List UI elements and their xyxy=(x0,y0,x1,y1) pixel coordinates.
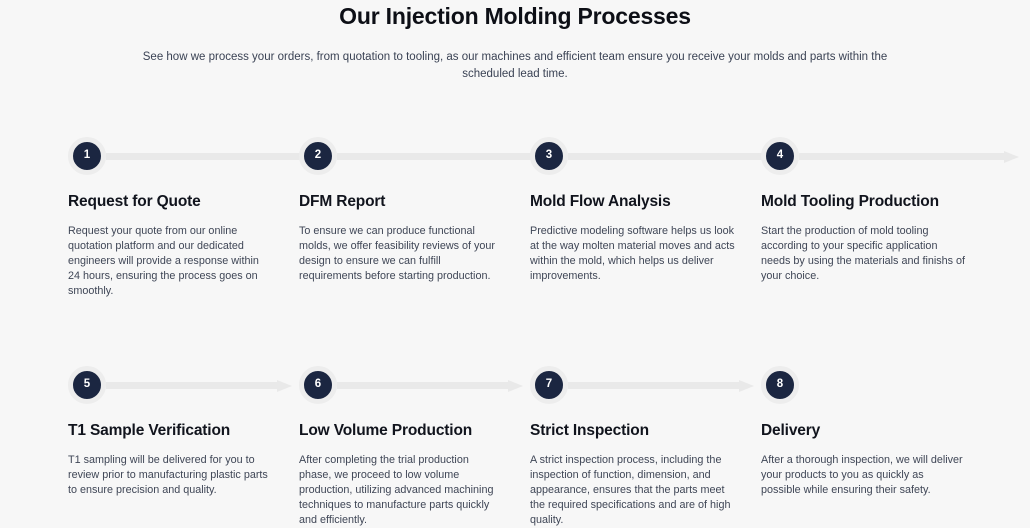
arrow-shaft xyxy=(337,382,509,389)
process-step-8: 8 Delivery After a thorough inspection, … xyxy=(761,362,992,528)
step-number-5: 5 xyxy=(83,378,91,391)
step-connector-3: 3 xyxy=(530,133,788,181)
arrow-right-icon xyxy=(337,151,557,163)
step-badge-1: 1 xyxy=(68,137,106,175)
arrow-right-icon xyxy=(568,380,754,392)
arrow-right-icon xyxy=(337,380,523,392)
step-connector-5: 5 xyxy=(68,362,292,410)
step-description-4: Start the production of mold tooling acc… xyxy=(761,225,966,282)
arrow-shaft xyxy=(799,153,1004,160)
step-number-2: 2 xyxy=(314,149,322,162)
step-badge-3: 3 xyxy=(530,137,568,175)
step-number-4: 4 xyxy=(776,149,784,162)
arrow-shaft xyxy=(568,382,740,389)
step-badge-6: 6 xyxy=(299,366,337,404)
step-description-1: Request your quote from our online quota… xyxy=(68,225,259,297)
arrow-head xyxy=(1004,151,1019,163)
step-connector-2: 2 xyxy=(299,133,557,181)
step-number-8: 8 xyxy=(776,378,784,391)
process-step-7: 7 Strict Inspection A strict inspection … xyxy=(530,362,761,528)
process-step-3: 3 Mold Flow Analysis Predictive modeling… xyxy=(530,133,788,299)
step-title-6: Low Volume Production xyxy=(299,422,473,439)
process-step-4: 4 Mold Tooling Production Start the prod… xyxy=(761,133,1019,299)
step-connector-4: 4 xyxy=(761,133,1019,181)
arrow-shaft xyxy=(337,153,542,160)
step-title-1: Request for Quote xyxy=(68,193,201,210)
step-title-7: Strict Inspection xyxy=(530,422,649,439)
step-badge-7: 7 xyxy=(530,366,568,404)
step-description-5: T1 sampling will be delivered for you to… xyxy=(68,454,268,496)
step-number-6: 6 xyxy=(314,378,322,391)
arrow-right-icon xyxy=(568,151,788,163)
step-title-2: DFM Report xyxy=(299,193,386,210)
arrow-right-icon xyxy=(799,151,1019,163)
step-badge-5: 5 xyxy=(68,366,106,404)
arrow-shaft xyxy=(106,153,311,160)
arrow-shaft xyxy=(568,153,773,160)
process-step-6: 6 Low Volume Production After completing… xyxy=(299,362,530,528)
step-connector-7: 7 xyxy=(530,362,754,410)
arrow-right-icon xyxy=(106,151,326,163)
page-title: Our Injection Molding Processes xyxy=(339,3,691,29)
step-connector-8: 8 xyxy=(761,362,966,410)
process-step-2: 2 DFM Report To ensure we can produce fu… xyxy=(299,133,557,299)
step-title-5: T1 Sample Verification xyxy=(68,422,231,439)
step-number-3: 3 xyxy=(545,149,553,162)
step-description-2: To ensure we can produce functional mold… xyxy=(299,225,496,282)
step-title-8: Delivery xyxy=(761,422,821,439)
steps-row-1: 1 Request for Quote Request your quote f… xyxy=(0,133,1030,299)
step-description-7: A strict inspection process, including t… xyxy=(530,454,731,526)
arrow-head xyxy=(739,380,754,392)
step-title-4: Mold Tooling Production xyxy=(761,193,939,210)
step-badge-4: 4 xyxy=(761,137,799,175)
step-title-3: Mold Flow Analysis xyxy=(530,193,671,210)
step-number-7: 7 xyxy=(545,378,553,391)
arrow-head xyxy=(277,380,292,392)
arrow-head xyxy=(508,380,523,392)
page-header: Our Injection Molding Processes See how … xyxy=(0,0,1030,83)
step-connector-1: 1 xyxy=(68,133,326,181)
page-subtitle: See how we process your orders, from quo… xyxy=(142,51,888,80)
step-description-8: After a thorough inspection, we will del… xyxy=(761,454,963,496)
process-step-1: 1 Request for Quote Request your quote f… xyxy=(68,133,326,299)
arrow-shaft xyxy=(106,382,278,389)
step-connector-6: 6 xyxy=(299,362,523,410)
step-badge-2: 2 xyxy=(299,137,337,175)
process-steps: 1 Request for Quote Request your quote f… xyxy=(0,133,1030,528)
step-badge-8: 8 xyxy=(761,366,799,404)
step-number-1: 1 xyxy=(83,149,91,162)
steps-row-2: 5 T1 Sample Verification T1 sampling wil… xyxy=(0,362,1030,528)
arrow-right-icon xyxy=(106,380,292,392)
process-step-5: 5 T1 Sample Verification T1 sampling wil… xyxy=(68,362,299,528)
step-description-3: Predictive modeling software helps us lo… xyxy=(530,225,735,282)
